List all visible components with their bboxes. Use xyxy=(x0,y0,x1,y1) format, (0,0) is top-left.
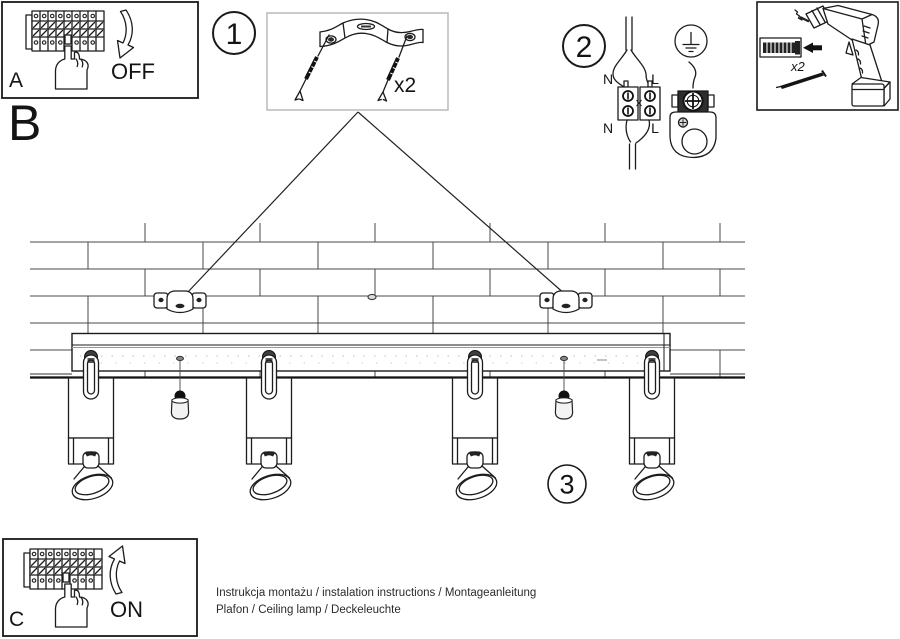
panel-box-c: C ON xyxy=(2,538,198,637)
keyhole-slot-3 xyxy=(466,349,484,400)
drill-icon xyxy=(794,4,891,107)
label-n-top: N xyxy=(603,71,613,87)
panel-box-a: A OFF xyxy=(1,1,199,99)
earth-symbol-icon xyxy=(674,24,708,58)
anchor-screw-left-icon xyxy=(294,34,330,102)
tools-box: x2 xyxy=(756,1,899,111)
parts-box: x2 xyxy=(266,12,449,111)
pointer-lines xyxy=(186,111,567,296)
wall-plug-icon xyxy=(759,37,822,58)
wall-hole xyxy=(367,293,377,301)
label-l-bottom: L xyxy=(651,120,659,136)
wire-n xyxy=(612,49,628,88)
breaker-panel-icon xyxy=(26,11,104,51)
wire-l xyxy=(630,49,651,88)
screw-icon xyxy=(775,69,827,89)
step-1-badge: 1 xyxy=(212,11,256,55)
arrow-up-icon xyxy=(108,545,126,595)
ground-clamp-icon xyxy=(669,90,717,159)
anchor-screw-right-icon xyxy=(377,35,408,102)
step-2-badge: 2 xyxy=(562,24,606,68)
footer-text: Instrukcja montażu / instalation instruc… xyxy=(216,585,536,618)
cable-top xyxy=(625,16,633,51)
keyhole-slot-4 xyxy=(643,349,661,400)
keyhole-slot-2 xyxy=(260,349,278,400)
step-c-label: C xyxy=(9,608,24,631)
arrow-down-icon xyxy=(116,9,135,59)
terminal-block-icon xyxy=(617,86,661,121)
cable-bottom xyxy=(628,143,637,170)
mounting-rail xyxy=(71,332,671,372)
label-n-bottom: N xyxy=(603,120,613,136)
off-label: OFF xyxy=(111,59,155,84)
wiring-diagram: N L N L xyxy=(603,16,717,170)
mounting-bracket-icon xyxy=(319,18,424,48)
step-a-label: A xyxy=(9,69,23,92)
footer-line-2: Plafon / Ceiling lamp / Deckeleuchte xyxy=(216,603,401,616)
wall-bracket-left-icon xyxy=(153,290,207,314)
plug-qty-label: x2 xyxy=(790,59,806,74)
step-2-number: 2 xyxy=(576,31,593,64)
on-label: ON xyxy=(110,597,143,622)
wire-n-out xyxy=(625,119,632,143)
label-l-top: L xyxy=(651,71,659,87)
step-b-label: B xyxy=(8,95,41,151)
breaker-panel-icon xyxy=(24,549,102,589)
insert-arrow-icon xyxy=(803,42,813,53)
bracket-qty-label: x2 xyxy=(394,74,416,97)
step-3-badge: 3 xyxy=(547,464,587,504)
step-1-number: 1 xyxy=(226,18,243,51)
step-3-number: 3 xyxy=(559,470,574,500)
keyhole-slot-1 xyxy=(82,349,100,400)
ground-wire xyxy=(688,61,697,89)
footer-line-1: Instrukcja montażu / instalation instruc… xyxy=(216,587,537,599)
wire-l-out xyxy=(635,119,651,144)
